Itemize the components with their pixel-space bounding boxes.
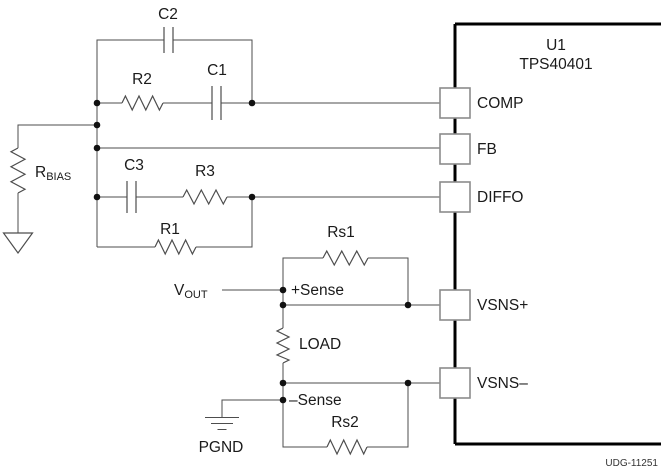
resistor-load-icon xyxy=(275,327,291,364)
pin-label-diffo: DIFFO xyxy=(477,189,524,206)
wire-rs2-left xyxy=(282,400,327,448)
junction-dots xyxy=(93,99,412,404)
pin-box-comp xyxy=(439,87,471,119)
resistor-rs2-icon xyxy=(326,438,368,456)
pin-label-vsns-plus: VSNS+ xyxy=(477,297,528,314)
label-rs1: Rs1 xyxy=(327,224,355,241)
label-r2: R2 xyxy=(132,71,152,88)
pin-box-vsns-minus xyxy=(439,367,471,399)
junction-dot xyxy=(404,301,412,309)
junction-dot xyxy=(404,379,412,387)
label-c2: C2 xyxy=(158,6,178,23)
pin-box-vsns-plus xyxy=(439,289,471,321)
resistor-r1-icon xyxy=(154,238,197,256)
pin-label-fb: FB xyxy=(477,141,497,158)
label-rbias: RBIAS xyxy=(35,164,71,183)
label-vout: VOUT xyxy=(174,282,208,301)
pgnd-ground-icon xyxy=(205,416,239,431)
junction-dot xyxy=(279,379,287,387)
figure-id: UDG-11251 xyxy=(605,458,658,469)
wire-rs1-left xyxy=(282,257,323,290)
wires xyxy=(17,39,440,448)
junction-dot xyxy=(93,144,101,152)
junction-dot xyxy=(93,99,101,107)
pin-box-fb xyxy=(439,133,471,165)
label-r1: R1 xyxy=(160,221,180,238)
label-ic-refdes: U1 xyxy=(546,37,566,54)
label-plus-sense: +Sense xyxy=(291,282,344,299)
label-pgnd: PGND xyxy=(199,439,244,456)
pin-box-diffo xyxy=(439,181,471,213)
junction-dot xyxy=(279,286,287,294)
junction-dot xyxy=(93,121,101,129)
label-load: LOAD xyxy=(299,336,341,353)
wire-c2-loop-left xyxy=(96,39,164,103)
label-rs2: Rs2 xyxy=(331,414,359,431)
resistor-rs1-icon xyxy=(322,249,369,267)
capacitor-c3-icon xyxy=(126,181,137,213)
wire-r1-right xyxy=(196,197,253,248)
junction-dot xyxy=(93,193,101,201)
label-minus-sense: –Sense xyxy=(289,392,342,409)
resistor-r2-icon xyxy=(121,94,164,112)
wire-rbias-branch xyxy=(17,124,97,148)
resistor-rbias-icon xyxy=(9,147,27,194)
pin-label-comp: COMP xyxy=(477,95,524,112)
label-r3: R3 xyxy=(195,163,215,180)
wire-c2-loop-right xyxy=(173,39,253,103)
wire-rs2-right xyxy=(367,383,409,448)
wire-pgnd xyxy=(221,399,283,417)
junction-dot xyxy=(279,396,287,404)
label-c3: C3 xyxy=(124,157,144,174)
label-c1: C1 xyxy=(207,62,227,79)
component-symbols xyxy=(2,27,369,456)
junction-dot xyxy=(248,99,256,107)
capacitor-c2-icon xyxy=(163,27,174,53)
resistor-r3-icon xyxy=(182,188,228,206)
wire-rs1-right xyxy=(368,257,409,305)
ground-icon xyxy=(2,232,34,255)
labels: C2 R2 C1 RBIAS C3 R3 R1 Rs1 VOUT +Sense … xyxy=(35,6,658,469)
junction-dot xyxy=(279,301,287,309)
capacitor-c1-icon xyxy=(211,86,222,120)
ic-u1 xyxy=(439,22,661,446)
label-ic-part: TPS40401 xyxy=(519,56,592,73)
pin-label-vsns-minus: VSNS– xyxy=(477,375,528,392)
junction-dot xyxy=(248,193,256,201)
